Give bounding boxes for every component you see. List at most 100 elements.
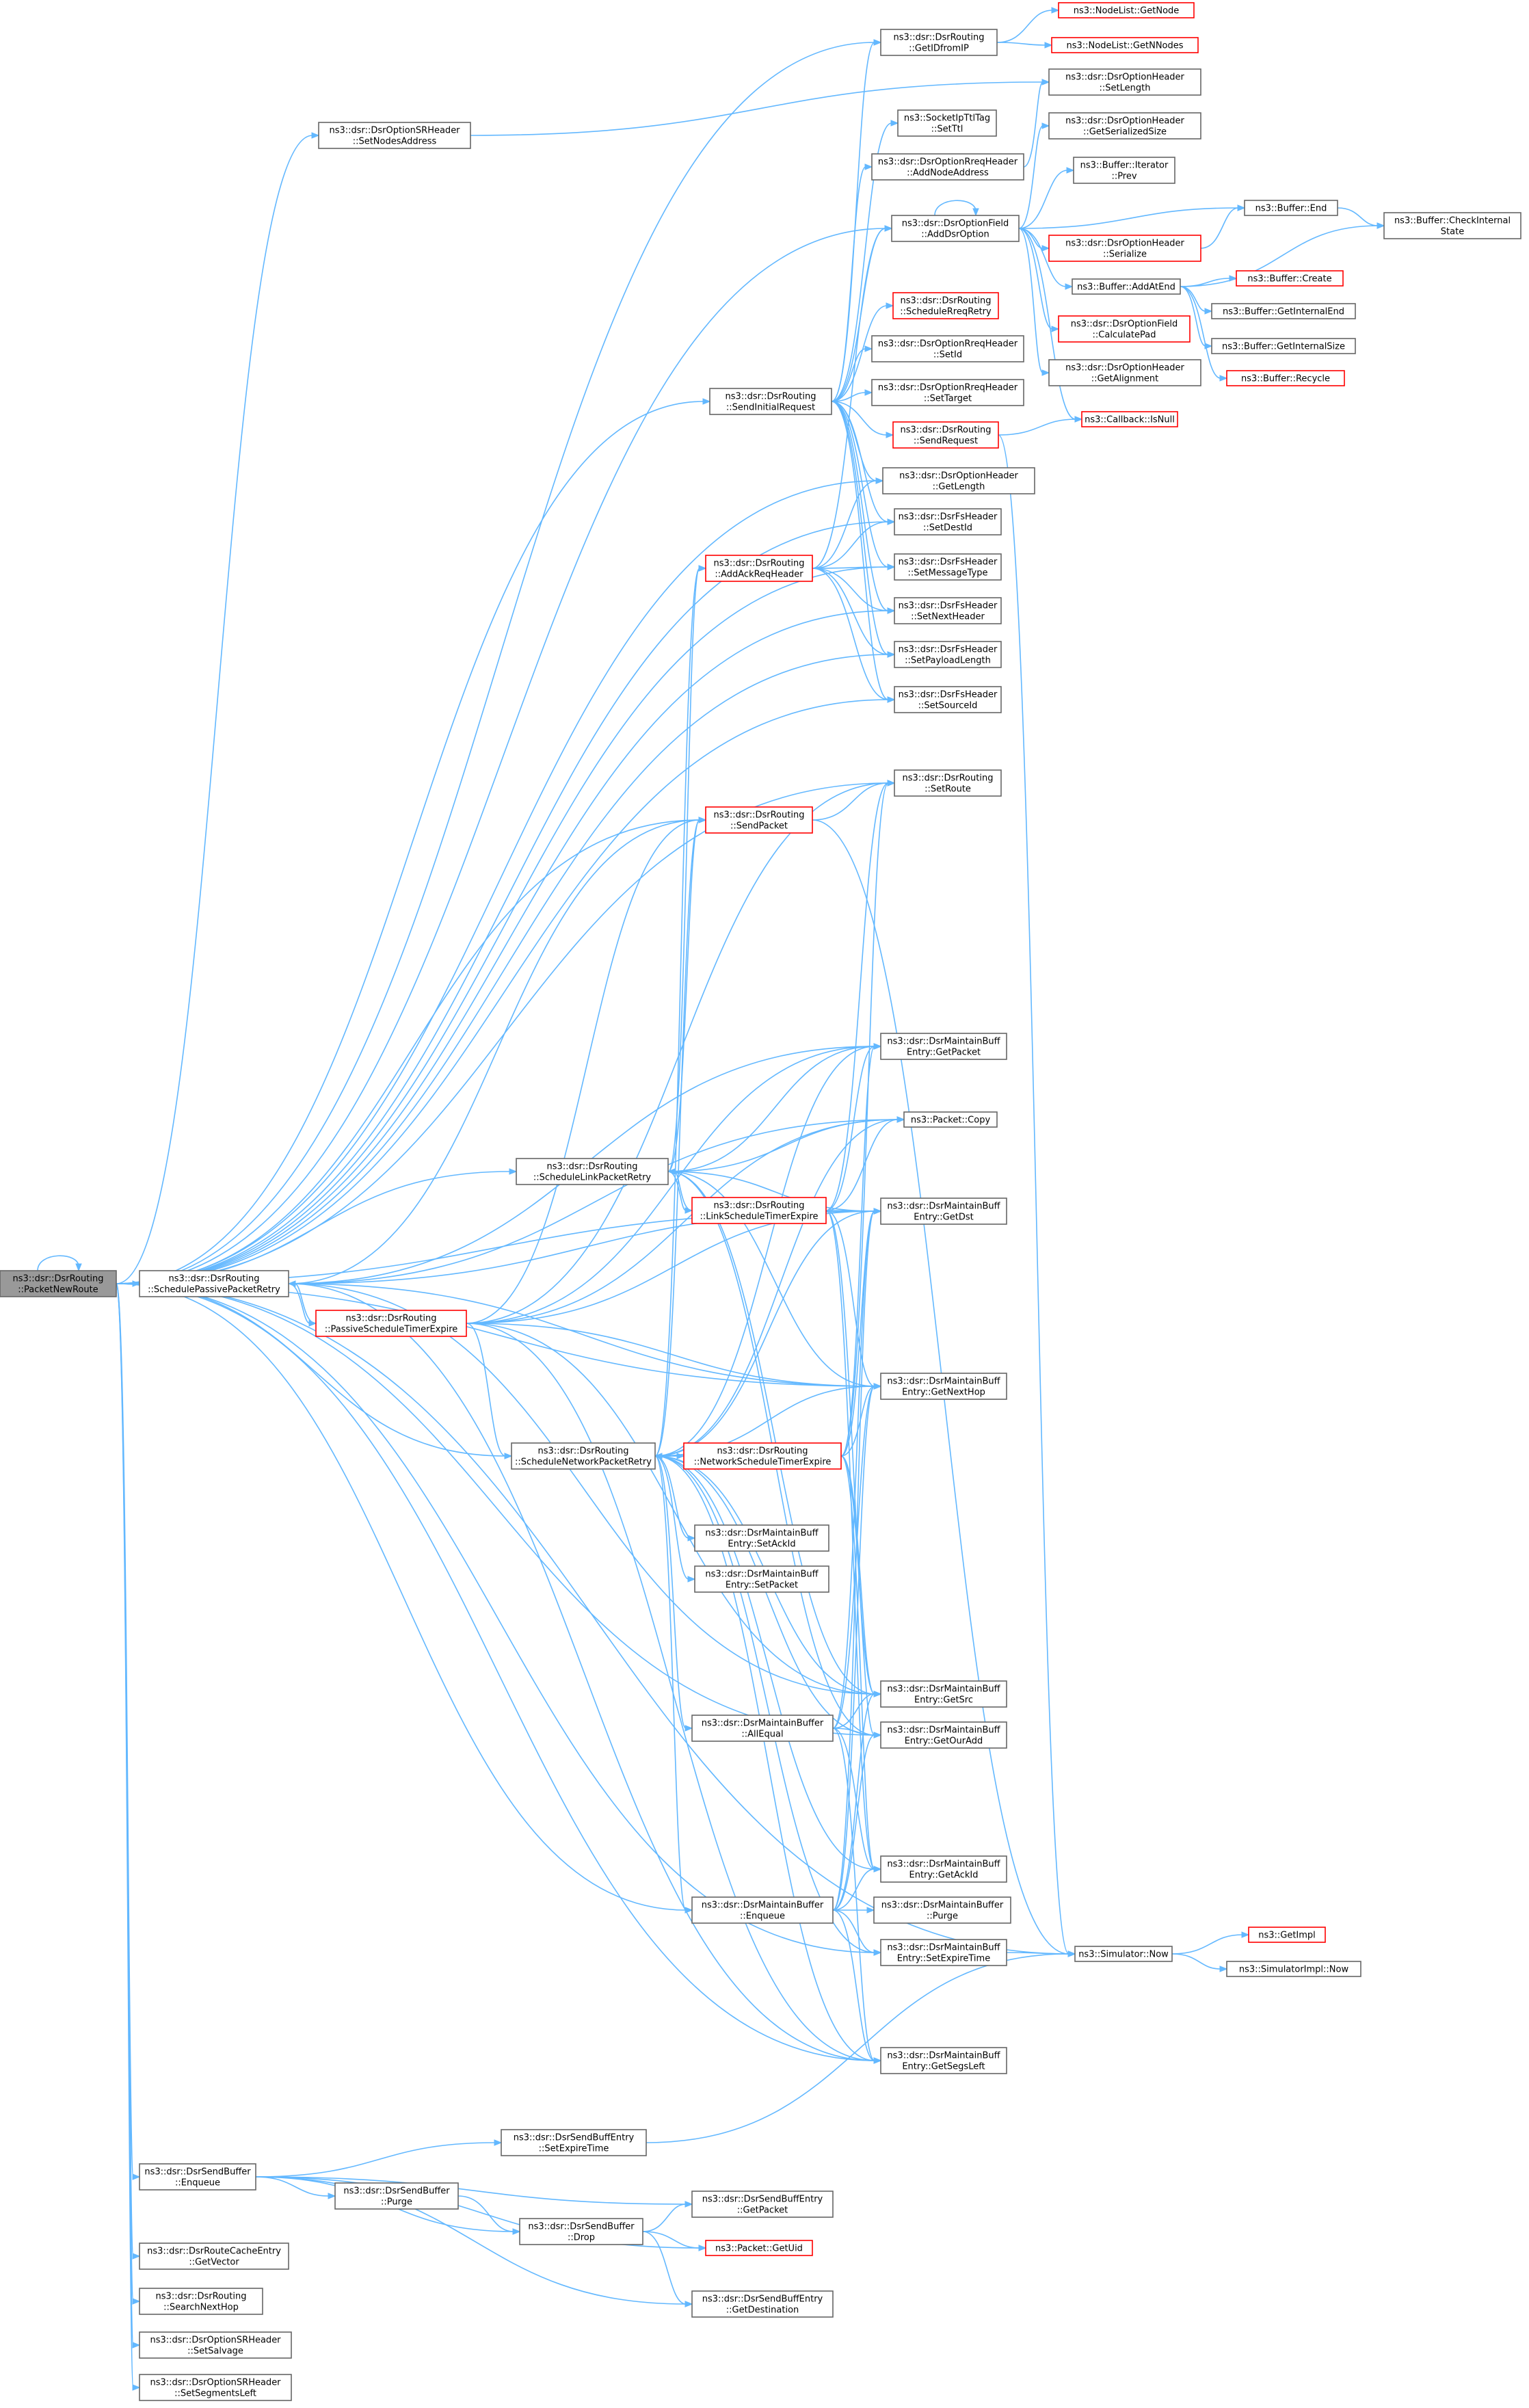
node-box[interactable] [683,1442,842,1470]
node-box[interactable] [880,1855,1007,1883]
graph-node[interactable]: ns3::dsr::DsrOptionField::CalculatePad [1058,315,1191,343]
node-box[interactable] [894,769,1002,797]
node-box[interactable] [903,1111,998,1128]
graph-node[interactable]: ns3::dsr::DsrMaintainBuffer::Purge [873,1896,1011,1924]
node-box[interactable] [501,2129,647,2156]
graph-node[interactable]: ns3::dsr::DsrFsHeader::SetSourceId [894,686,1002,713]
node-box[interactable] [1058,315,1191,343]
node-box[interactable] [139,2242,289,2270]
node-box[interactable] [1048,68,1201,96]
graph-node[interactable]: ns3::NodeList::GetNode [1058,2,1195,18]
graph-node[interactable]: ns3::SimulatorImpl::Now [1226,1961,1361,1977]
graph-node[interactable]: ns3::dsr::DsrFsHeader::SetNextHeader [894,597,1002,624]
graph-node[interactable]: ns3::dsr::DsrMaintainBuffEntry::SetExpir… [880,1939,1007,1966]
graph-node[interactable]: ns3::dsr::DsrMaintainBuffEntry::SetPacke… [694,1565,829,1593]
graph-node[interactable]: ns3::dsr::DsrSendBuffEntry::GetDestinati… [691,2290,834,2318]
graph-node[interactable]: ns3::Buffer::Create [1236,270,1344,287]
graph-node[interactable]: ns3::dsr::DsrOptionHeader::GetAlignment [1048,359,1201,386]
node-box[interactable] [871,379,1024,406]
node-box[interactable] [691,2290,834,2318]
node-box[interactable] [891,215,1020,242]
node-box[interactable] [1211,338,1356,354]
node-box[interactable] [691,2191,834,2218]
node-box[interactable] [880,1198,1007,1225]
node-box[interactable] [1236,270,1344,287]
graph-node[interactable]: ns3::dsr::DsrRouting::NetworkScheduleTim… [683,1442,842,1470]
graph-node[interactable]: ns3::dsr::DsrOptionHeader::GetLength [882,467,1035,494]
node-box[interactable] [1058,2,1195,18]
graph-node[interactable]: ns3::dsr::DsrRouting::ScheduleNetworkPac… [511,1442,656,1470]
node-box[interactable] [139,2288,263,2315]
node-box[interactable] [1081,411,1178,427]
graph-node[interactable]: ns3::dsr::DsrRouting::SearchNextHop [139,2288,263,2315]
node-box[interactable] [1383,212,1521,239]
graph-node[interactable]: ns3::Callback::IsNull [1081,411,1178,427]
graph-node[interactable]: ns3::dsr::DsrMaintainBuffEntry::GetSegsL… [880,2047,1007,2074]
node-box[interactable] [880,1939,1007,1966]
node-box[interactable] [1074,1946,1173,1962]
node-box[interactable] [880,1373,1007,1400]
graph-node[interactable]: ns3::dsr::DsrRouting::AddAckReqHeader [705,555,813,582]
node-box[interactable] [691,1197,827,1224]
node-box[interactable] [1072,278,1181,295]
node-box[interactable] [139,2331,292,2359]
graph-node[interactable]: ns3::dsr::DsrRouting::GetIDfromIP [880,29,998,56]
graph-node[interactable]: ns3::Buffer::AddAtEnd [1072,278,1181,295]
node-box[interactable] [139,1270,289,1297]
node-box[interactable] [880,1680,1007,1708]
node-box[interactable] [894,641,1002,668]
node-box[interactable] [1248,1927,1326,1943]
node-box[interactable] [1051,37,1199,53]
node-box[interactable] [880,2047,1007,2074]
graph-node[interactable]: ns3::Buffer::GetInternalSize [1211,338,1356,354]
graph-node[interactable]: ns3::dsr::DsrRouting::SendPacket [705,806,813,834]
graph-node[interactable]: ns3::Buffer::Recycle [1226,370,1345,386]
node-box[interactable] [1226,370,1345,386]
graph-node[interactable]: ns3::dsr::DsrOptionRreqHeader::SetId [871,335,1024,362]
node-box[interactable] [1226,1961,1361,1977]
node-box[interactable] [691,1715,834,1742]
graph-node[interactable]: ns3::dsr::DsrRouting::ScheduleLinkPacket… [516,1158,669,1185]
graph-node[interactable]: ns3::GetImpl [1248,1927,1326,1943]
graph-node[interactable]: ns3::dsr::DsrOptionSRHeader::SetNodesAdd… [318,122,471,149]
node-box[interactable] [694,1565,829,1593]
node-box[interactable] [871,153,1024,181]
graph-node[interactable]: ns3::dsr::DsrOptionHeader::Serialize [1048,235,1201,262]
graph-node[interactable]: ns3::dsr::DsrOptionSRHeader::SetSalvage [139,2331,292,2359]
node-box[interactable] [334,2182,459,2210]
graph-node[interactable]: ns3::dsr::DsrMaintainBuffer::Enqueue [691,1896,834,1924]
graph-node[interactable]: ns3::dsr::DsrMaintainBuffEntry::GetPacke… [880,1033,1007,1060]
graph-node[interactable]: ns3::dsr::DsrSendBuffEntry::SetExpireTim… [501,2129,647,2156]
node-box[interactable] [894,597,1002,624]
node-box[interactable] [1048,359,1201,386]
graph-node[interactable]: ns3::dsr::DsrFsHeader::SetMessageType [894,553,1002,581]
graph-node[interactable]: ns3::Packet::GetUid [705,2240,813,2256]
node-box[interactable] [516,1158,669,1185]
graph-node[interactable]: ns3::dsr::DsrSendBuffer::Enqueue [139,2163,256,2191]
node-box[interactable] [892,292,999,319]
node-box[interactable] [892,421,999,449]
graph-node[interactable]: ns3::NodeList::GetNNodes [1051,37,1199,53]
node-box[interactable] [873,1896,1011,1924]
graph-node[interactable]: ns3::dsr::DsrSendBuffEntry::GetPacket [691,2191,834,2218]
graph-node[interactable]: ns3::dsr::DsrSendBuffer::Purge [334,2182,459,2210]
node-box[interactable] [709,388,832,415]
graph-node[interactable]: ns3::dsr::DsrRouting::PassiveScheduleTim… [315,1310,467,1337]
node-box[interactable] [880,1721,1007,1749]
node-box[interactable] [705,806,813,834]
graph-node[interactable]: ns3::dsr::DsrMaintainBuffer::AllEqual [691,1715,834,1742]
node-box[interactable] [1048,235,1201,262]
node-box[interactable] [871,335,1024,362]
node-box[interactable] [897,109,997,137]
node-box[interactable] [1048,112,1201,140]
graph-node[interactable]: ns3::SocketIpTtlTag::SetTtl [897,109,997,137]
graph-node[interactable]: ns3::dsr::DsrFsHeader::SetPayloadLength [894,641,1002,668]
node-box[interactable] [894,553,1002,581]
graph-node[interactable]: ns3::dsr::DsrRouting::SchedulePassivePac… [139,1270,289,1297]
node-box[interactable] [519,2218,643,2245]
graph-node[interactable]: ns3::Buffer::End [1244,200,1338,216]
node-box[interactable] [315,1310,467,1337]
